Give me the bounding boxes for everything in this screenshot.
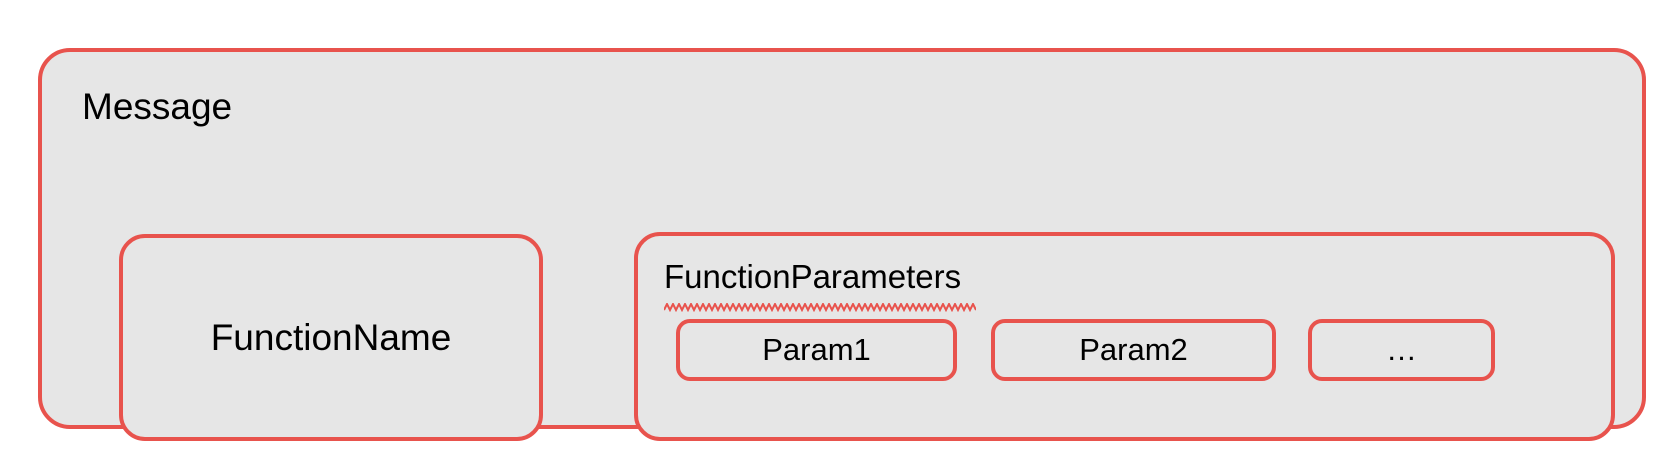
message-box-label: Message bbox=[82, 86, 233, 127]
param-box-ellipsis: … bbox=[1308, 319, 1495, 381]
spellcheck-squiggle-underline bbox=[664, 303, 976, 312]
function-name-label: FunctionName bbox=[210, 316, 452, 358]
param-label: Param2 bbox=[1079, 332, 1188, 367]
function-name-box: FunctionName bbox=[119, 234, 543, 441]
message-box: Message FunctionName FunctionParameters … bbox=[38, 48, 1646, 441]
param-box: Param2 bbox=[991, 319, 1276, 381]
param-label-ellipsis: … bbox=[1386, 332, 1417, 367]
function-parameters-label: FunctionParameters bbox=[664, 258, 962, 295]
function-parameters-title-group: FunctionParameters bbox=[664, 257, 976, 312]
param-label: Param1 bbox=[762, 332, 871, 367]
function-parameters-box: FunctionParameters Param1 Param2 … bbox=[634, 232, 1615, 441]
param-box: Param1 bbox=[676, 319, 957, 381]
